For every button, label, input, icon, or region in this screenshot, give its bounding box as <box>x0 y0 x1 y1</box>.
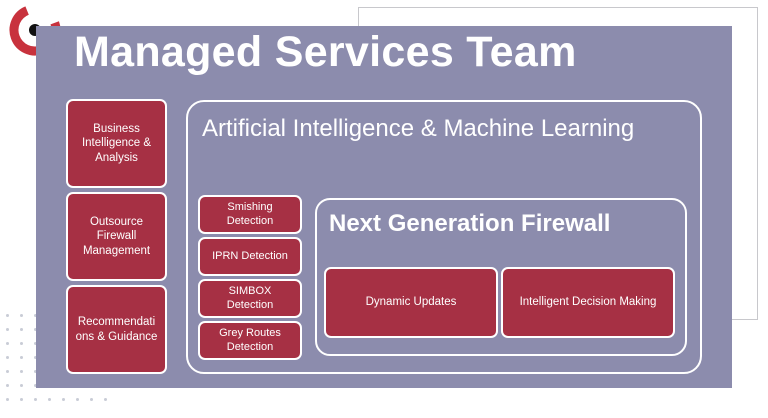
decorative-dot <box>34 314 37 317</box>
decorative-dot <box>34 342 37 345</box>
detection-grey-routes: Grey Routes Detection <box>198 321 302 360</box>
ai-ml-section: Artificial Intelligence & Machine Learni… <box>186 100 702 374</box>
decorative-dot <box>34 328 37 331</box>
decorative-dot <box>6 342 9 345</box>
decorative-dot <box>20 356 23 359</box>
decorative-dot <box>62 398 65 401</box>
ngf-title: Next Generation Firewall <box>329 210 611 237</box>
detection-smishing: Smishing Detection <box>198 195 302 234</box>
decorative-dot <box>48 398 51 401</box>
service-box-business-intelligence: Business Intelligence & Analysis <box>66 99 167 188</box>
decorative-dot <box>20 328 23 331</box>
feature-dynamic-updates: Dynamic Updates <box>324 267 498 338</box>
service-box-outsource-firewall: Outsource Firewall Management <box>66 192 167 281</box>
detection-simbox: SIMBOX Detection <box>198 279 302 318</box>
decorative-dot <box>90 398 93 401</box>
decorative-dot <box>104 398 107 401</box>
decorative-dot <box>20 342 23 345</box>
decorative-dot <box>20 370 23 373</box>
detection-iprn: IPRN Detection <box>198 237 302 276</box>
decorative-dot <box>6 314 9 317</box>
decorative-dot <box>20 398 23 401</box>
decorative-dot <box>6 398 9 401</box>
service-box-recommendations: Recommendati ons & Guidance <box>66 285 167 374</box>
decorative-dot <box>34 398 37 401</box>
decorative-dot <box>6 356 9 359</box>
decorative-dot <box>6 384 9 387</box>
decorative-dot <box>20 384 23 387</box>
decorative-dot <box>34 384 37 387</box>
decorative-dot <box>34 370 37 373</box>
managed-services-panel: Managed Services Team Business Intellige… <box>36 26 732 388</box>
next-generation-firewall-section: Next Generation Firewall Dynamic Updates… <box>315 198 687 356</box>
page-title: Managed Services Team <box>74 28 577 76</box>
decorative-dot <box>6 370 9 373</box>
decorative-dot <box>20 314 23 317</box>
decorative-dot <box>34 356 37 359</box>
decorative-dot <box>6 328 9 331</box>
decorative-dot <box>76 398 79 401</box>
ai-ml-title: Artificial Intelligence & Machine Learni… <box>202 115 635 142</box>
feature-intelligent-decision-making: Intelligent Decision Making <box>501 267 675 338</box>
